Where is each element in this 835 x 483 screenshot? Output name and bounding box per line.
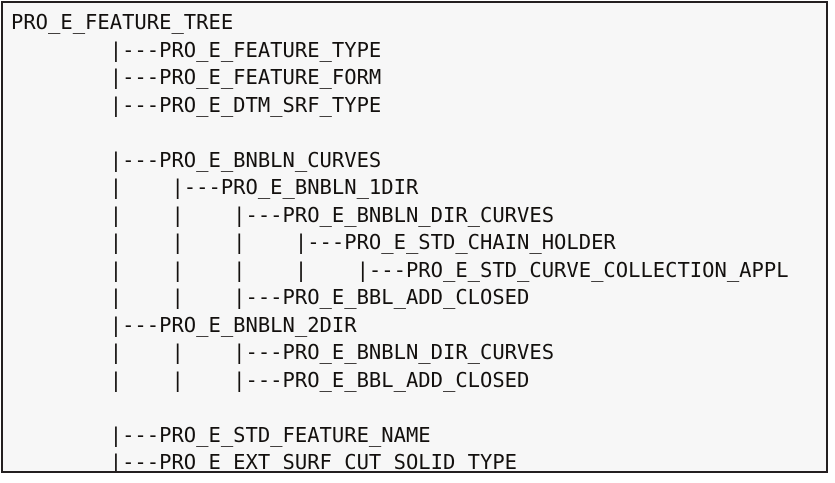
feature-tree-listing: PRO_E_FEATURE_TREE |---PRO_E_FEATURE_TYP…	[11, 9, 826, 473]
tree-line: |---PRO_E_FEATURE_TYPE	[11, 37, 382, 62]
tree-blank-line	[11, 394, 826, 422]
tree-line: |---PRO_E_DTM_SRF_TYPE	[11, 92, 382, 117]
tree-line: PRO_E_FEATURE_TREE	[11, 10, 234, 34]
tree-line: |---PRO_E_FEATURE_FORM	[11, 65, 382, 89]
feature-tree-panel: PRO_E_FEATURE_TREE |---PRO_E_FEATURE_TYP…	[1, 1, 828, 473]
tree-line: | | |---PRO_E_BNBLN_DIR_CURVES	[11, 202, 555, 227]
tree-line: |---PRO_E_BNBLN_2DIR	[11, 312, 357, 337]
tree-line: | | |---PRO_E_BNBLN_DIR_CURVES	[11, 340, 555, 364]
tree-line: |---PRO_E_STD_FEATURE_NAME	[11, 422, 431, 447]
tree-line: | | | | |---PRO_E_STD_CURVE_COLLECTION_A…	[11, 257, 789, 282]
tree-line: | | |---PRO_E_BBL_ADD_CLOSED	[11, 367, 530, 392]
tree-line: | | |---PRO_E_BBL_ADD_CLOSED	[11, 285, 530, 309]
tree-line: | | | |---PRO_E_STD_CHAIN_HOLDER	[11, 230, 616, 254]
tree-line: | |---PRO_E_BNBLN_1DIR	[11, 175, 419, 199]
tree-blank-line	[11, 119, 826, 147]
tree-line: |---PRO_E_EXT_SURF_CUT_SOLID_TYPE	[11, 450, 518, 473]
tree-line: |---PRO_E_BNBLN_CURVES	[11, 147, 382, 172]
